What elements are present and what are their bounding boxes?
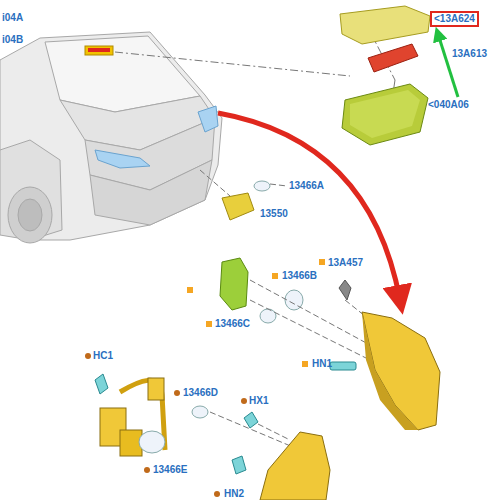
callout-number: 13466E — [153, 464, 187, 476]
clip — [232, 456, 246, 474]
pointer-arrow — [438, 34, 458, 97]
brake-lamp — [88, 48, 110, 52]
lamp-housing — [362, 312, 440, 430]
bulb-socket — [220, 258, 248, 310]
callout-marker — [85, 353, 247, 497]
bulb — [254, 181, 270, 191]
leader-line — [115, 52, 350, 76]
tail-lamp — [95, 150, 150, 168]
plate-lamp — [222, 193, 254, 220]
callout-number: 13466C — [215, 318, 250, 330]
lamp-housing — [362, 312, 418, 430]
leader-line — [210, 412, 300, 450]
callout-marker — [187, 259, 325, 367]
tail-lamp — [198, 106, 218, 132]
screw — [339, 280, 351, 300]
clip — [244, 412, 258, 428]
callout-number: HC1 — [93, 350, 113, 362]
callout-number: 13466D — [183, 387, 218, 399]
callout-number: 13466A — [289, 180, 324, 192]
connector-pin — [330, 362, 356, 370]
callout-number: i04A — [2, 12, 23, 24]
lamp-housing — [260, 432, 330, 500]
leader-line — [250, 280, 370, 360]
callout-number: HX1 — [249, 395, 268, 407]
lamp-lens — [342, 84, 428, 145]
callout-number: i04B — [2, 34, 23, 46]
callout-number: HN1 — [312, 358, 332, 370]
bracket-plate — [340, 6, 430, 44]
callout-number: 13A613 — [452, 48, 487, 60]
callout-number: <13A624 — [434, 13, 475, 25]
bulb — [139, 431, 165, 453]
lamp-lens — [350, 90, 420, 138]
bulb — [192, 406, 208, 418]
car-body — [0, 32, 222, 243]
callout-number: HN2 — [224, 488, 244, 500]
bulb — [260, 309, 276, 323]
connector — [148, 378, 164, 400]
clip — [95, 374, 108, 394]
brake-lamp — [85, 46, 113, 55]
callout-box: <13A624 — [430, 11, 479, 27]
lamp-bar — [368, 44, 418, 72]
leader-line — [200, 170, 287, 196]
callout-number: 13A457 — [328, 257, 363, 269]
callout-number: 13466B — [282, 270, 317, 282]
callout-number: <040A06 — [428, 99, 469, 111]
callout-number: 13550 — [260, 208, 288, 220]
